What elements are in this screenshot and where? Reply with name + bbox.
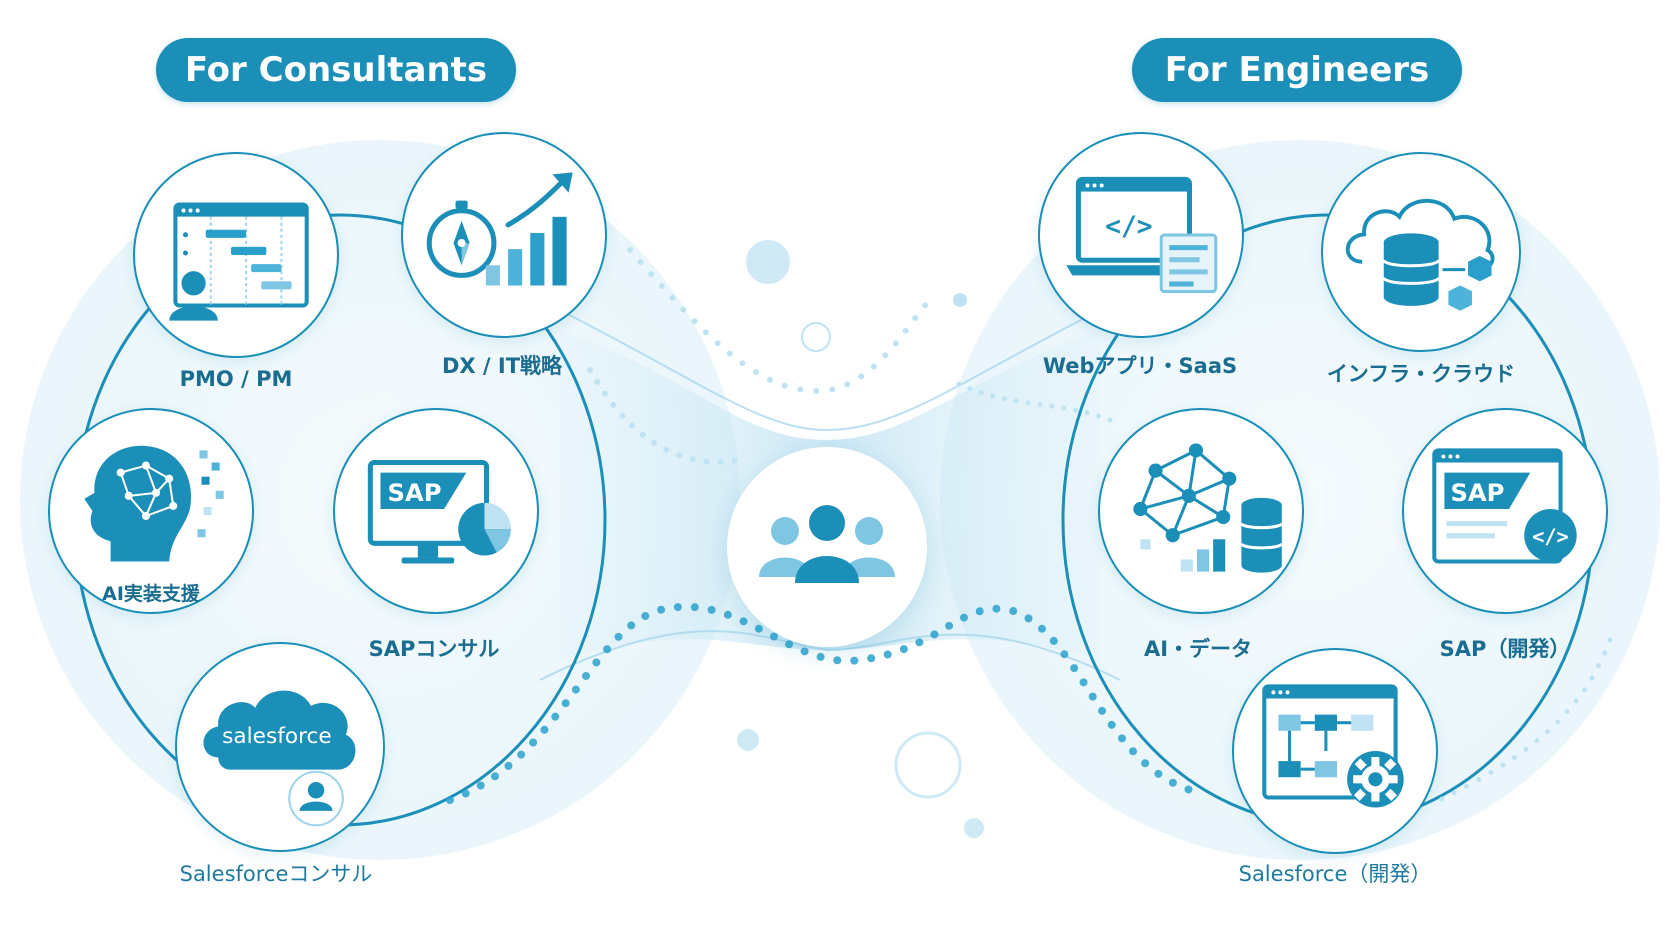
sap-logo-text: SAP: [388, 478, 442, 507]
salesforce-cloud-person-icon: salesforce: [203, 690, 356, 827]
sap-dev-logo-text: SAP: [1450, 478, 1504, 507]
header-for-engineers: For Engineers: [1132, 38, 1462, 102]
people-group-icon: [759, 505, 895, 583]
label-ai-implementation: AI実装支援: [102, 583, 200, 605]
center-hub: [727, 447, 927, 647]
compass-growth-chart-icon: [426, 172, 573, 286]
infra-cloud-node[interactable]: [1321, 152, 1521, 352]
salesforce-logo-text: salesforce: [222, 724, 332, 749]
cloud-database-icon: [1345, 198, 1495, 311]
label-salesforce-development: Salesforce（開発）: [1238, 862, 1432, 886]
pmo-node[interactable]: [133, 152, 339, 358]
header-for-consultants: For Consultants: [156, 38, 516, 102]
code-brackets-text: </>: [1105, 212, 1152, 242]
label-infra-cloud: インフラ・クラウド: [1326, 362, 1516, 386]
webapp-saas-node[interactable]: </>: [1038, 132, 1244, 338]
salesforce-consulting-node[interactable]: salesforce: [175, 642, 385, 852]
label-dx-it-strategy: DX / IT戦略: [441, 354, 563, 378]
dx-strategy-node[interactable]: [401, 132, 607, 338]
ai-data-node[interactable]: [1098, 408, 1304, 614]
ai-brain-head-icon: [84, 445, 224, 562]
network-database-icon: [1133, 443, 1284, 573]
label-ai-data: AI・データ: [1143, 637, 1253, 661]
label-webapp-saas: Webアプリ・SaaS: [1042, 354, 1238, 378]
laptop-code-icon: </>: [1066, 176, 1218, 294]
salesforce-development-node[interactable]: [1232, 648, 1438, 854]
sap-consulting-node[interactable]: SAP: [333, 408, 539, 614]
gantt-chart-person-icon: [169, 202, 309, 321]
label-pmo-pm: PMO / PM: [179, 367, 293, 391]
ai-implementation-node[interactable]: [48, 408, 254, 614]
sap-monitor-pie-icon: SAP: [367, 459, 511, 564]
sap-development-node[interactable]: SAP </>: [1402, 408, 1608, 614]
sap-code-brackets-text: </>: [1532, 524, 1568, 548]
label-sap-development: SAP（開発）: [1439, 637, 1571, 661]
flow-diagram-gear-icon: [1262, 684, 1404, 808]
label-salesforce-consulting: Salesforceコンサル: [179, 862, 373, 886]
sap-window-code-icon: SAP </>: [1432, 448, 1577, 564]
label-sap-consulting: SAPコンサル: [368, 637, 500, 661]
